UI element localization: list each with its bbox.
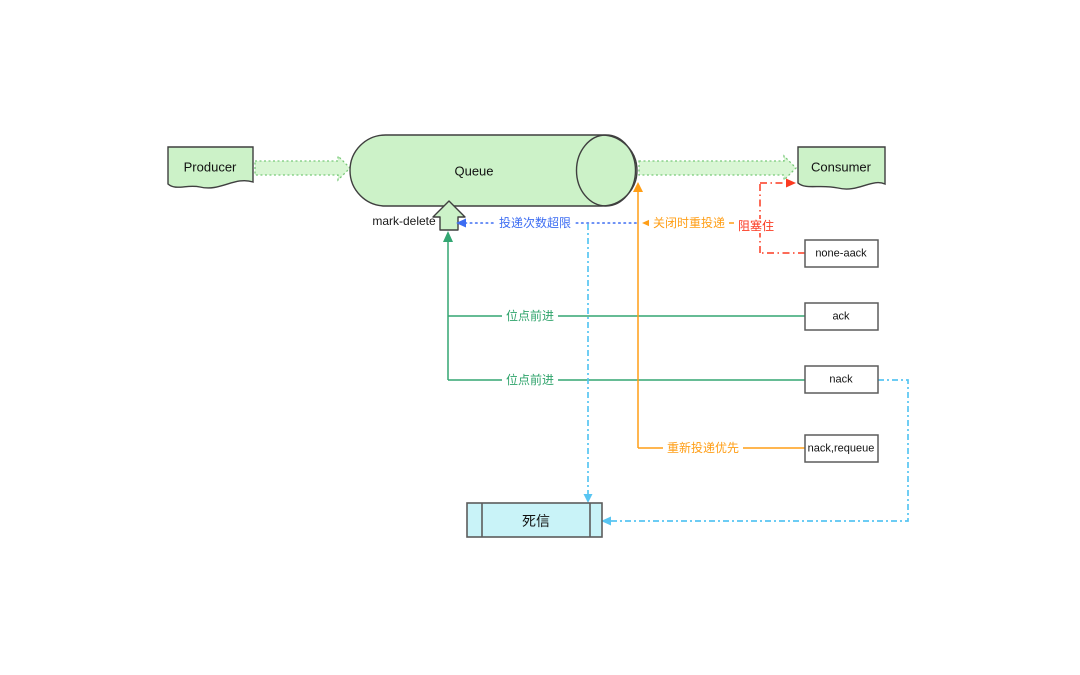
queue-to-consumer-arrow [638,154,797,182]
consumer-node [797,146,886,190]
producer-node [167,146,254,189]
queue-node [349,134,638,207]
nack-requeue-box [804,434,879,463]
dead-letter-label: 死信 [522,513,550,529]
mark-delete-label: mark-delete [372,214,436,228]
nack-requeue-label: nack,requeue [807,442,875,455]
none-aack-box [804,239,879,268]
none-aack-label: none-aack [815,247,867,260]
cyan-down-arrowhead [583,494,593,503]
blocked-label: 阻塞住 [733,219,779,233]
offset-advance-nack-label: 位点前进 [501,373,559,387]
queue-label: Queue [454,163,494,179]
offset-advance-ack-label: 位点前进 [501,309,559,323]
blocked-lines [759,182,805,254]
nack-to-deadletter-line [610,379,909,522]
dead-letter-lines [587,224,909,522]
producer-label: Producer [183,159,237,175]
delivery-count-limit-label: 投递次数超限 [494,216,576,230]
red-right-arrowhead [786,178,796,188]
dead-letter-node [466,502,603,538]
cyan-left-arrowhead [601,516,611,526]
redeliver-on-close-label: 关闭时重投递 [648,216,730,230]
blue-left-arrowhead [456,218,466,228]
producer-to-queue-arrow [254,154,351,182]
teal-up-arrowhead [443,231,453,242]
ack-box [804,302,879,331]
queue-end-cap [575,134,637,207]
ack-label: ack [832,310,850,323]
nack-label: nack [829,373,853,386]
orange-up-arrowhead [633,182,643,192]
consumer-label: Consumer [811,159,871,175]
redelivery-priority-label: 重新投递优先 [662,441,744,455]
nack-box [804,365,879,394]
